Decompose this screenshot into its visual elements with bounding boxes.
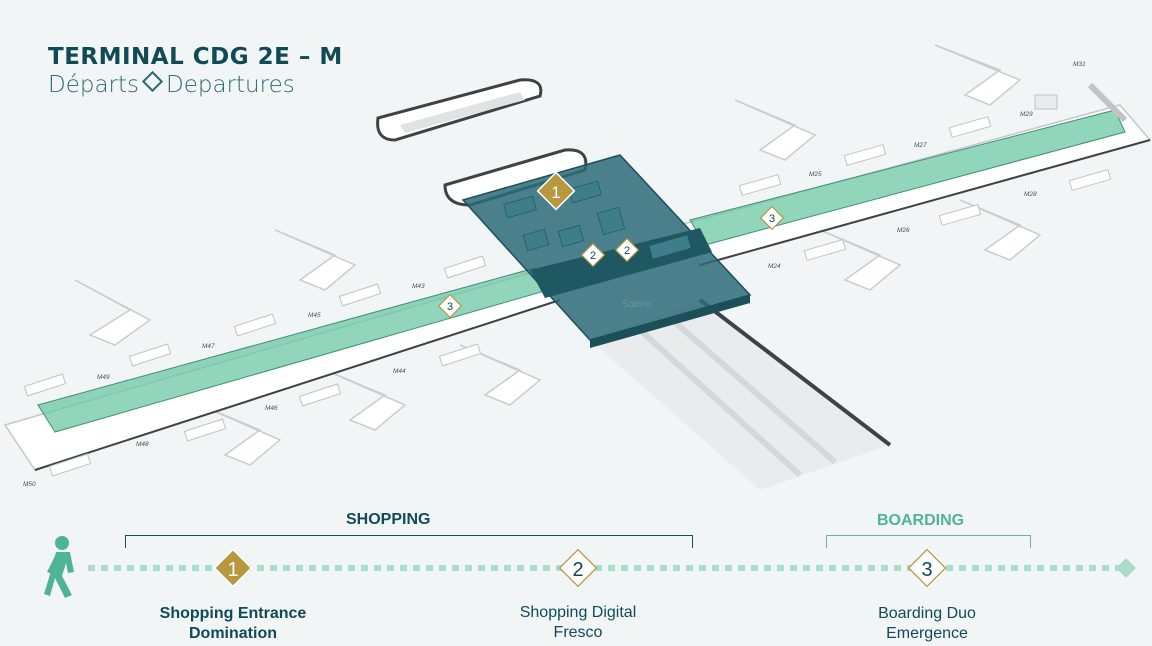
svg-text:3: 3 [769,213,775,225]
gate-label: M31 [1073,61,1086,68]
svg-text:1: 1 [551,183,560,202]
section-boarding-label: BOARDING [877,512,965,529]
gate-label: M45 [308,312,321,319]
svg-text:2: 2 [572,559,583,581]
page-title: TERMINAL CDG 2E – M [48,44,343,70]
marker-1: 1 [536,171,576,211]
gate-label: M44 [393,368,406,375]
gate-label: M48 [136,441,149,448]
marker-2a: 2 [580,242,606,268]
gate-label: M26 [897,227,910,234]
gate-label: M25 [809,171,822,178]
gate-label: M28 [1024,191,1037,198]
svg-text:2: 2 [624,245,630,257]
timeline: 1 2 3 [44,536,1136,598]
walking-person-icon [44,536,74,598]
map-markers: 1 2 2 3 3 [437,171,785,319]
gate-label: M43 [412,283,425,290]
page-subtitle: Départs Departures [48,70,295,98]
svg-text:3: 3 [447,301,453,313]
step-2-label: Shopping Digital Fresco [519,604,637,641]
left-pier [3,255,562,477]
gate-label: M50 [23,481,36,488]
step-2-marker: 2 [558,548,598,588]
marker-3b: 3 [759,205,785,231]
section-shopping-label: SHOPPING [346,511,431,528]
svg-text:1: 1 [227,559,238,581]
gate-label: M29 [1020,111,1033,118]
step-1-marker: 1 [213,548,253,588]
subtitle-english: Departures [166,72,295,98]
marker-2b: 2 [614,237,640,263]
timeline-end-icon [1116,558,1136,578]
lounge-label: Salons [622,299,653,310]
boarding-bracket [826,535,1031,548]
right-pier [678,82,1152,266]
step-3-label: Boarding Duo Emergence [878,605,976,642]
background-structures [376,78,892,490]
gate-label: M46 [265,405,278,412]
step-1-label: Shopping Entrance Domination [159,605,307,642]
gate-labels: M50 M49 M48 M47 M46 M45 M44 M43 M24 M25 … [23,61,1086,488]
gate-label: M24 [768,263,781,270]
gate-label: M27 [914,142,927,149]
shopping-bracket [125,535,693,548]
marker-3a: 3 [437,293,463,319]
gate-label: M47 [202,343,215,350]
svg-text:2: 2 [590,250,596,262]
central-hub: Salons [461,154,752,348]
svg-text:3: 3 [921,559,932,581]
aircraft-silhouettes [74,44,1042,466]
gate-label: M49 [97,374,110,381]
subtitle-french: Départs [48,72,140,98]
step-3-marker: 3 [907,548,947,588]
diamond-separator-icon [141,70,164,93]
